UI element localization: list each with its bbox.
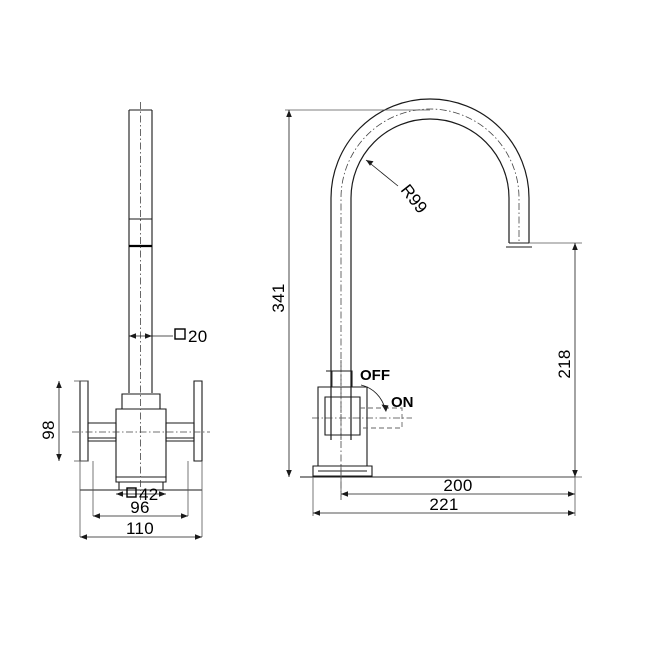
spout-tube-centerline: [340, 108, 520, 440]
dimension-label-218: 218: [555, 349, 574, 378]
front-body-block: [115, 393, 167, 491]
dimension-label-221: 221: [429, 495, 458, 514]
radius-callout-r99: R99: [365, 159, 431, 217]
handle-rotation-note: OFF ON: [360, 367, 414, 412]
dimension-label-110: 110: [126, 519, 154, 538]
label-off: OFF: [360, 367, 390, 384]
dimension-handle-height: 98: [39, 380, 88, 462]
handle-lever-hidden: [360, 407, 403, 429]
rotation-arrow-head: [381, 404, 389, 412]
dimension-overall-height: 341: [269, 109, 430, 477]
label-on: ON: [391, 394, 414, 411]
dimension-label-20: 20: [188, 327, 208, 346]
spout-outlet: [506, 242, 532, 248]
front-elevation-view: [72, 102, 210, 500]
dimension-label-42: 42: [139, 485, 159, 504]
dimension-label-96: 96: [130, 498, 150, 517]
dimension-overall-depth: 221: [312, 477, 576, 516]
dimension-body-section: 42: [116, 485, 166, 504]
front-handle-left: [79, 380, 117, 462]
dimension-spout-section: 20: [129, 327, 208, 346]
dimension-label-98: 98: [39, 420, 58, 440]
dimension-spout-height: 218: [500, 242, 582, 478]
dimension-spout-reach: 200: [340, 466, 576, 497]
dimension-label-200: 200: [443, 476, 472, 495]
front-spout-column: [128, 109, 153, 393]
radius-label-r99: R99: [397, 181, 431, 217]
dimension-overall-width: 110: [79, 461, 203, 540]
rotation-arrow-curve: [360, 384, 386, 410]
dimension-handle-span: 96: [92, 461, 189, 519]
side-elevation-view: [300, 98, 575, 500]
dimension-label-341: 341: [269, 283, 288, 312]
square-symbol-icon: [174, 328, 186, 340]
spout-outer-curve: [330, 98, 530, 440]
square-symbol-icon-2: [126, 487, 137, 498]
front-handle-right: [165, 380, 203, 462]
spout-inner-curve: [350, 118, 510, 440]
